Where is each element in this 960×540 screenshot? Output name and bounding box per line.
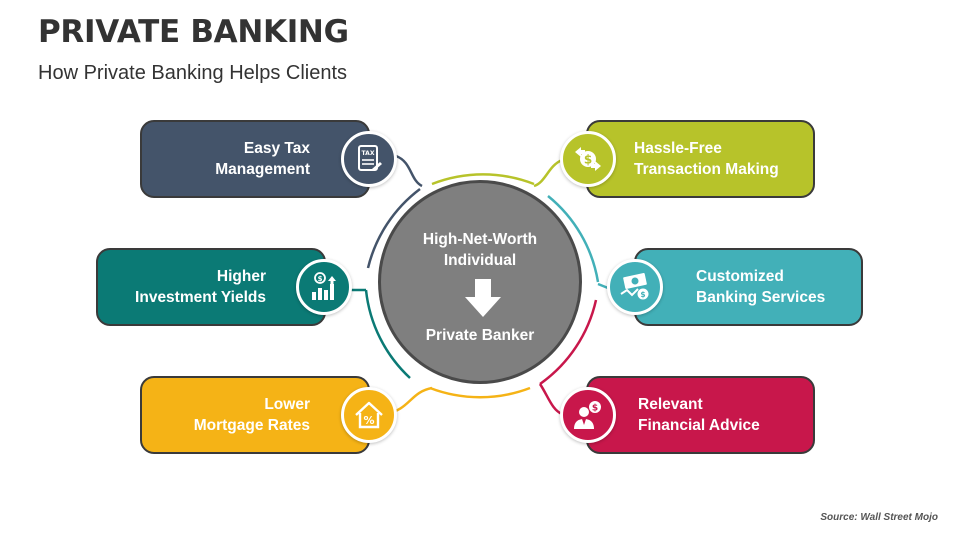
card-easy-tax: Easy Tax Management: [140, 120, 370, 198]
card-label: Easy Tax Management: [215, 140, 310, 178]
center-bottom-text: Private Banker: [425, 327, 535, 344]
card-label: Relevant Financial Advice: [638, 396, 760, 434]
source-credit: Source: Wall Street Mojo: [820, 512, 938, 523]
card-customized-banking: Customized Banking Services: [634, 248, 863, 326]
card-label: Customized Banking Services: [696, 268, 826, 306]
card-lower-mortgage: Lower Mortgage Rates: [140, 376, 370, 454]
growth-chart-icon: $: [296, 259, 352, 315]
card-label: Lower Mortgage Rates: [193, 396, 310, 434]
svg-text:$: $: [592, 404, 598, 414]
svg-text:$: $: [318, 275, 323, 283]
svg-text:$: $: [640, 290, 645, 299]
page-subtitle: How Private Banking Helps Clients: [38, 62, 348, 84]
page-title: PRIVATE BANKING: [38, 14, 349, 50]
svg-text:%: %: [363, 414, 374, 427]
card-hassle-free: Hassle-Free Transaction Making: [586, 120, 815, 198]
advisor-icon: $: [560, 387, 616, 443]
card-label: Hassle-Free Transaction Making: [634, 140, 779, 178]
center-circle: High-Net-Worth Individual Private Banker: [378, 180, 582, 384]
center-top-text: High-Net-Worth Individual: [422, 231, 538, 269]
arrow-down-icon: [465, 279, 501, 317]
svg-text:TAX: TAX: [362, 150, 375, 157]
card-relevant-advice: Relevant Financial Advice: [586, 376, 815, 454]
money-exchange-icon: $: [560, 131, 616, 187]
house-percent-icon: %: [341, 387, 397, 443]
tax-document-icon: TAX: [341, 131, 397, 187]
cash-trend-icon: $: [607, 259, 663, 315]
card-label: Higher Investment Yields: [135, 268, 266, 306]
svg-text:$: $: [584, 153, 592, 167]
card-higher-yields: Higher Investment Yields: [96, 248, 326, 326]
